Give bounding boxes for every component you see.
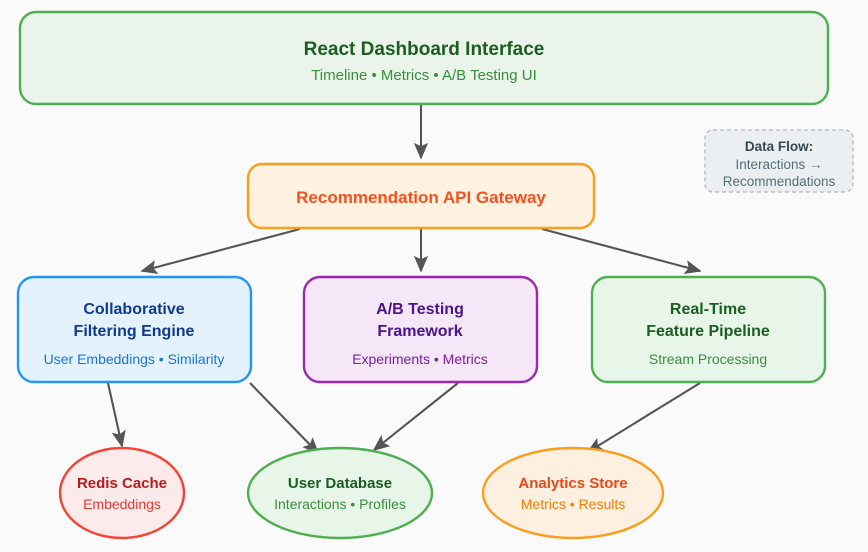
node-title: Redis Cache [77,475,167,492]
node-react-dashboard-interface[interactable]: React Dashboard Interface Timeline • Met… [18,10,830,106]
node-shape [58,446,186,540]
edge-collab-to-redis [106,382,126,448]
node-title-line-2: Filtering Engine [74,323,195,340]
edge-abtest-to-userdb [372,382,459,452]
legend-data-flow: Data Flow: Interactions → Recommendation… [704,129,854,193]
node-subtitle: User Embeddings • Similarity [44,351,225,367]
node-redis-cache[interactable]: Redis Cache Embeddings [58,446,186,540]
node-user-database[interactable]: User Database Interactions • Profiles [246,446,434,540]
node-shape [246,446,434,540]
edge-gateway-to-pipeline [541,227,702,275]
node-title: Analytics Store [518,475,627,492]
node-shape [590,275,827,384]
node-subtitle: Interactions • Profiles [274,496,406,512]
edge-gateway-to-collab [140,227,301,275]
node-ab-testing-framework[interactable]: A/B Testing Framework Experiments • Metr… [302,275,539,384]
node-collaborative-filtering-engine[interactable]: Collaborative Filtering Engine User Embe… [16,275,253,384]
legend-title: Data Flow: [745,139,813,154]
node-title: User Database [288,475,392,492]
node-title: Recommendation API Gateway [296,188,546,207]
legend-box [704,129,854,193]
node-title-line-2: Framework [377,323,462,340]
node-subtitle: Embeddings [83,496,161,512]
node-title: React Dashboard Interface [304,39,545,60]
node-real-time-feature-pipeline[interactable]: Real-Time Feature Pipeline Stream Proces… [590,275,827,384]
node-title-line-1: Collaborative [83,301,184,318]
edge-pipeline-to-analytics [586,382,701,453]
node-shape [18,10,830,106]
node-title-line-1: A/B Testing [376,301,464,318]
node-shape [246,162,596,230]
node-shape [16,275,253,384]
node-shape [481,446,665,540]
node-analytics-store[interactable]: Analytics Store Metrics • Results [481,446,665,540]
node-subtitle: Stream Processing [649,351,767,367]
node-shape [302,275,539,384]
legend-line-1: Interactions → [735,157,822,172]
node-subtitle: Experiments • Metrics [352,351,488,367]
edge-collab-to-userdb [249,382,320,455]
legend-line-2: Recommendations [723,174,836,189]
node-title-line-2: Feature Pipeline [646,323,770,340]
node-subtitle: Metrics • Results [521,496,625,512]
node-title-line-1: Real-Time [670,301,746,318]
node-subtitle: Timeline • Metrics • A/B Testing UI [311,67,537,84]
node-recommendation-api-gateway[interactable]: Recommendation API Gateway [246,162,596,230]
edge-layer [106,104,702,455]
